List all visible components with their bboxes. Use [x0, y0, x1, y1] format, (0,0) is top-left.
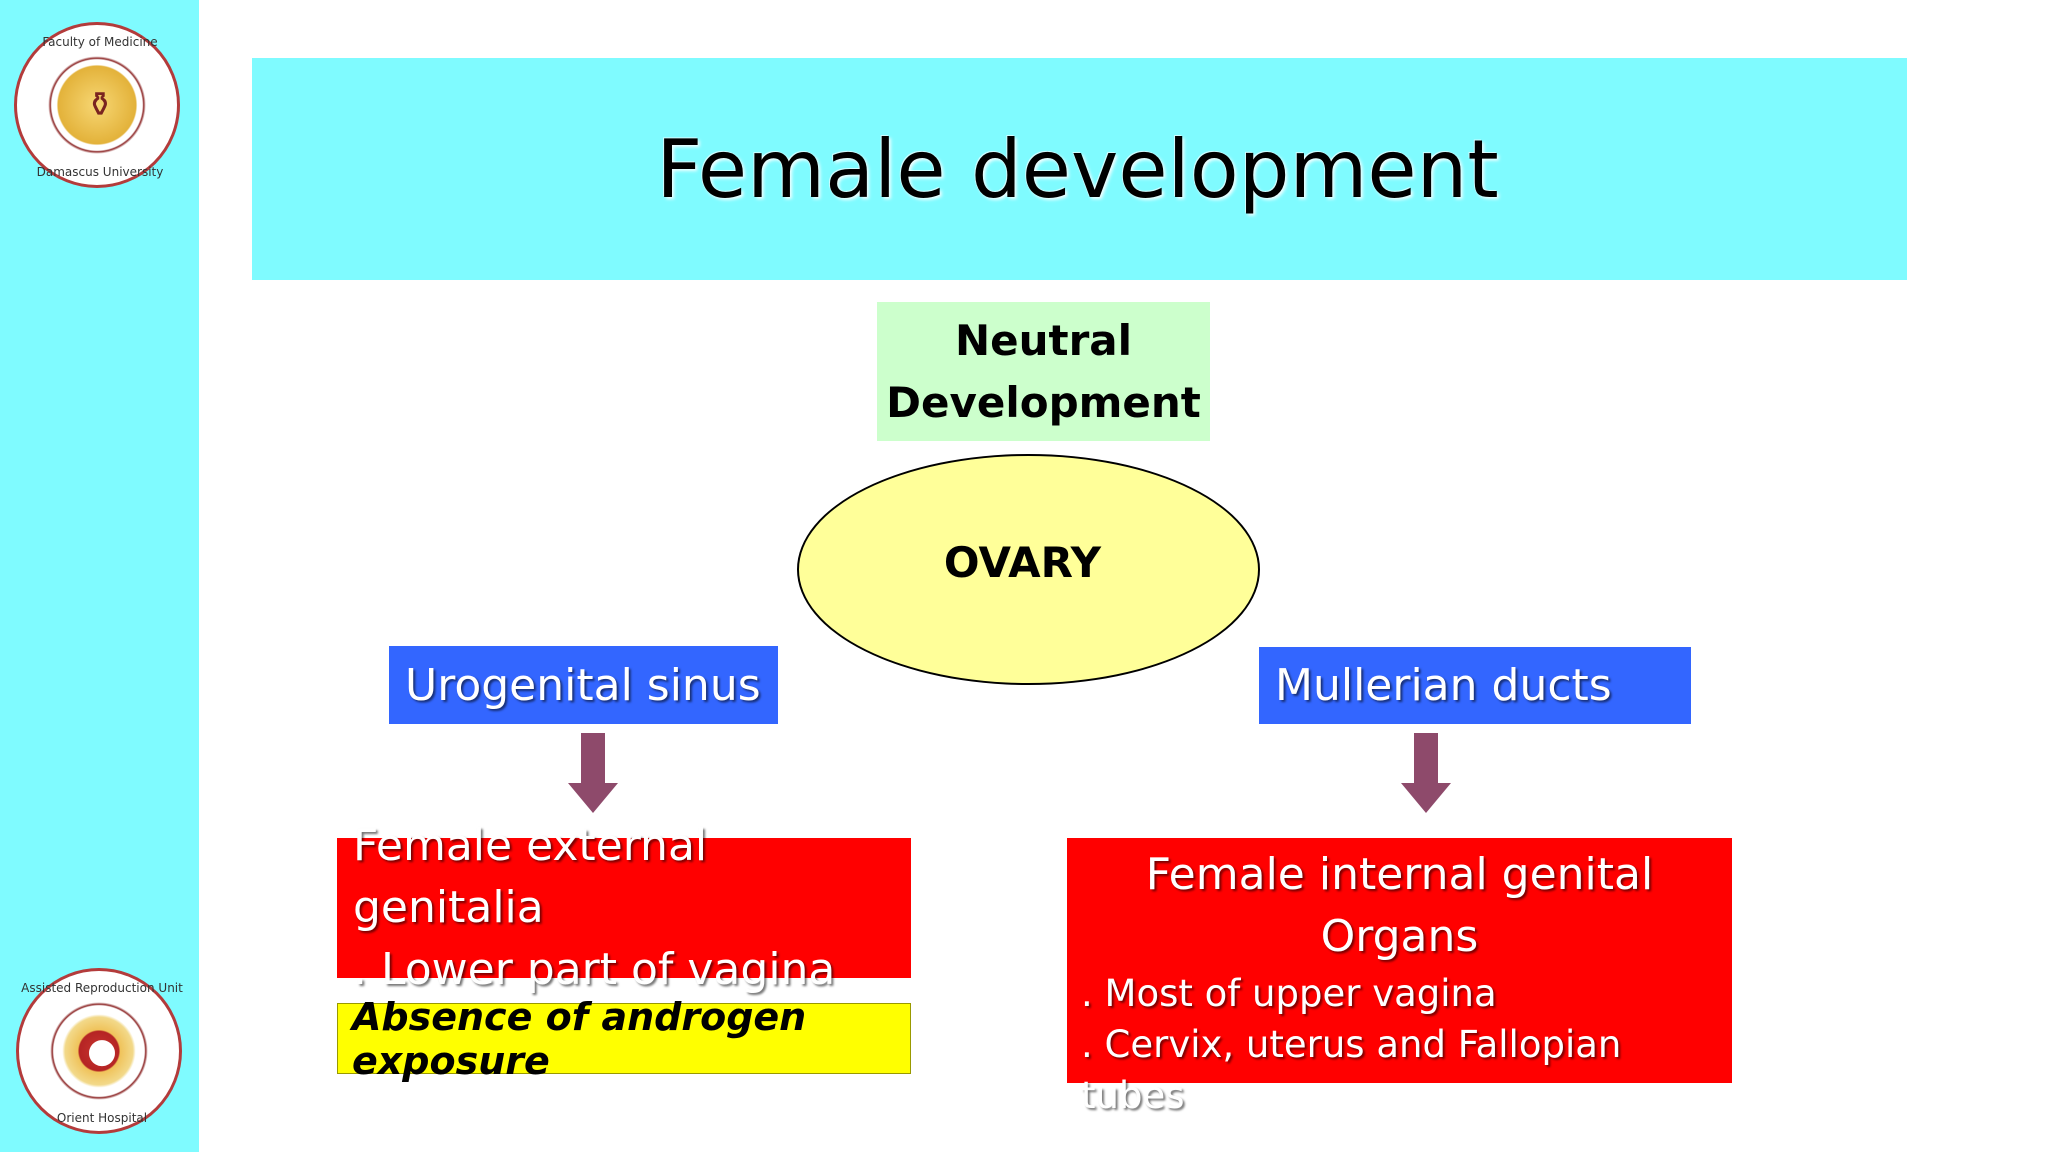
- internal-title-line-2: Organs: [1320, 911, 1479, 962]
- neutral-line-1: Neutral: [954, 315, 1133, 365]
- internal-title-line-1: Female internal genital: [1145, 849, 1654, 900]
- urogenital-sinus-label: Urogenital sinus: [405, 659, 761, 711]
- mullerian-ducts-box: Mullerian ducts: [1259, 647, 1691, 724]
- assisted-reproduction-unit-logo: ● Assisted Reproduction Unit Orient Hosp…: [16, 968, 183, 1134]
- internal-item-1: . Most of upper vagina: [1081, 972, 1497, 1015]
- external-line-1: Female external genitalia: [353, 820, 708, 933]
- faculty-seal-emblem: [47, 55, 147, 155]
- female-external-genitalia-box: Female external genitalia . Lower part o…: [337, 820, 911, 995]
- female-internal-genital-organs-box: Female internal genital Organs . Most of…: [1067, 838, 1732, 1117]
- down-arrow-icon: [1401, 733, 1451, 813]
- mullerian-ducts-label: Mullerian ducts: [1275, 660, 1612, 711]
- absence-of-androgen-note: Absence of androgen exposure: [337, 995, 911, 1083]
- lamp-icon: ⚱: [85, 85, 115, 125]
- absence-note-text: Absence of androgen exposure: [352, 994, 807, 1083]
- sidebar: [0, 0, 199, 1152]
- external-line-2: . Lower part of vagina: [353, 944, 836, 995]
- reproduction-seal-emblem: [49, 1001, 149, 1101]
- faculty-of-medicine-logo: ⚱ Faculty of Medicine Damascus Universit…: [14, 22, 180, 188]
- internal-item-2: . Cervix, uterus and Fallopian tubes: [1081, 1023, 1622, 1117]
- ovary-label: OVARY: [943, 538, 1102, 587]
- title-band: Female development: [252, 58, 1907, 280]
- logo-bottom-text: Orient Hospital: [56, 1111, 148, 1125]
- logo-top-text: Faculty of Medicine: [42, 35, 158, 49]
- down-arrow-icon: [568, 733, 618, 813]
- embryo-icon: ●: [87, 1031, 117, 1071]
- logo-bottom-text: Damascus University: [36, 165, 164, 179]
- slide-title: Female development: [656, 122, 1499, 216]
- ovary-ellipse: OVARY: [797, 454, 1260, 685]
- neutral-line-2: Development: [886, 377, 1201, 427]
- urogenital-sinus-box: Urogenital sinus: [389, 646, 778, 724]
- neutral-development-box: Neutral Development: [877, 302, 1210, 441]
- logo-top-text: Assisted Reproduction Unit: [21, 981, 183, 995]
